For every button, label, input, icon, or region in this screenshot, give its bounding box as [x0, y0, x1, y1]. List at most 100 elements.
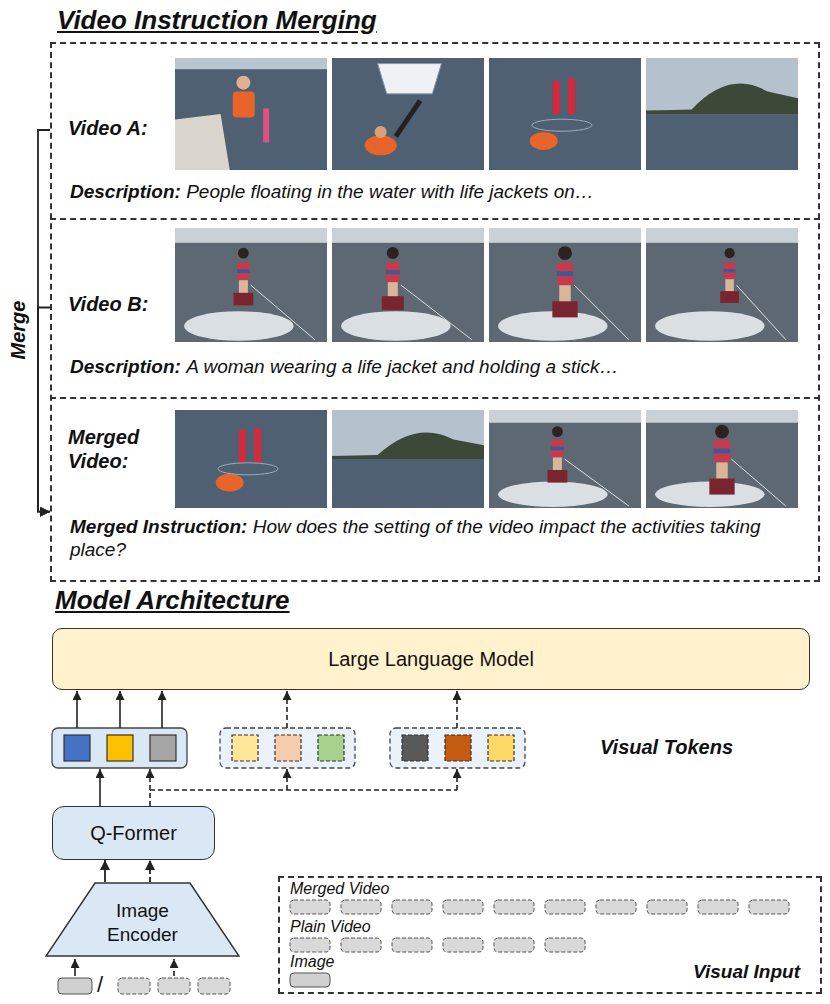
swimmer [365, 135, 397, 155]
flow-arrow [99, 769, 101, 806]
water [332, 410, 484, 508]
jacket-stripe [386, 270, 400, 274]
boat [378, 64, 442, 94]
flow-arrow [119, 691, 121, 728]
flow-line [149, 790, 151, 806]
trapezoid-shape [46, 883, 239, 956]
video-frame [646, 58, 798, 170]
description-label: Description: [70, 181, 181, 202]
ripple [532, 119, 592, 131]
video-frame [332, 228, 484, 342]
water [646, 58, 798, 170]
video-frame [175, 58, 327, 170]
water [332, 228, 484, 342]
video-section: Video B: Description:A woman wearing a li… [50, 218, 820, 397]
merging-panel: Video Instruction MergingVideo A:Descrip… [50, 42, 820, 582]
video-section: Video A: Description:People floating in t… [50, 42, 820, 218]
sky [646, 228, 798, 243]
sky [489, 228, 641, 243]
life-jacket [724, 262, 736, 279]
text-slot: Plain Video [290, 918, 490, 936]
jacket-stripe [714, 449, 730, 454]
frame-input [647, 900, 687, 914]
flow-arrow [286, 769, 288, 790]
text-slot: Merged Video [290, 880, 490, 898]
board [552, 301, 577, 317]
rider-head [715, 425, 729, 439]
water [175, 410, 327, 508]
jacket-stripe [557, 271, 573, 276]
flow-arrow [173, 959, 175, 976]
text-slot: Description:A woman wearing a life jacke… [70, 355, 810, 378]
tow-rope [251, 285, 315, 340]
rider-head [387, 247, 399, 259]
separator: / [97, 972, 103, 997]
frame-input [749, 900, 789, 914]
water [646, 410, 798, 508]
spray [655, 311, 764, 341]
text-slot: Video Instruction Merging [57, 4, 557, 36]
flow-arrow [76, 691, 78, 728]
video-label: Video A: [68, 117, 148, 139]
rider-head [558, 246, 572, 260]
tow-rope [736, 285, 785, 340]
sky [489, 410, 641, 423]
text-slot: Description:People floating in the water… [70, 180, 810, 203]
frame-input [118, 978, 150, 994]
tow-rope [731, 459, 786, 506]
text-slot: Visual Tokens [600, 735, 800, 759]
token-group [390, 728, 525, 768]
swimmer [216, 474, 244, 492]
legs [716, 462, 728, 480]
water [332, 58, 484, 170]
video-frame [332, 410, 484, 508]
frame-input [341, 900, 381, 914]
instruction-label: Merged Instruction: [70, 516, 247, 537]
life-jacket [233, 92, 255, 118]
mountain [646, 84, 798, 114]
flow-arrow [456, 691, 458, 728]
text-slot: Image [290, 953, 490, 971]
swimmer-head [375, 126, 387, 138]
legs [559, 285, 571, 303]
video-label: Merged Video: [68, 426, 139, 472]
qformer-box: Q-Former [52, 806, 215, 860]
image-input [58, 978, 92, 994]
board [382, 296, 404, 310]
legs [388, 282, 398, 298]
frame-input [443, 900, 483, 914]
flow-arrow [74, 959, 76, 976]
ski [396, 101, 420, 137]
text-slot: Visual Input [510, 960, 800, 984]
input-label: Image [290, 953, 334, 970]
life-jacket [386, 262, 400, 282]
visual-token [232, 735, 258, 761]
encoder-trapezoid: Image Encoder [45, 882, 240, 957]
visual-token [488, 735, 514, 761]
flow-arrow [456, 769, 458, 790]
ski [553, 80, 560, 114]
text-slot: Merged Video: [68, 425, 168, 473]
frame-input [392, 938, 432, 952]
description-label: Description: [70, 356, 181, 377]
connector-arrow [38, 308, 50, 512]
frame-input [341, 938, 381, 952]
description-text: People floating in the water with life j… [186, 181, 594, 202]
flow-arrow [149, 769, 151, 790]
rider-head [725, 248, 735, 258]
text-slot: Model Architecture [55, 584, 455, 616]
ski [568, 78, 575, 114]
visual-token [318, 735, 344, 761]
text-slot: Video B: [68, 292, 198, 316]
sky [175, 58, 327, 69]
video-frame [489, 410, 641, 508]
water [489, 410, 641, 508]
video-label: Video B: [68, 293, 148, 315]
image-input [290, 973, 330, 987]
water [489, 228, 641, 342]
life-jacket [557, 262, 573, 285]
rider-head [238, 248, 249, 259]
tow-rope [565, 459, 629, 506]
sky [646, 410, 798, 423]
